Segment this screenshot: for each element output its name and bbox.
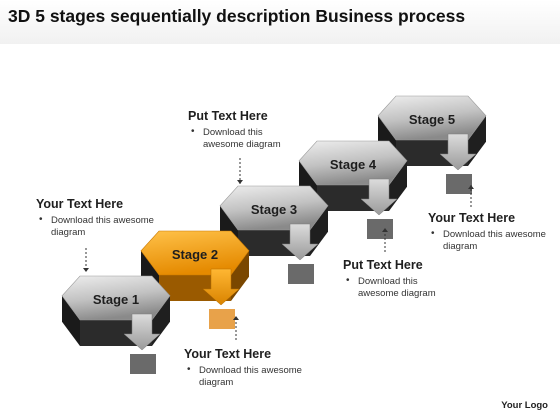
callout-stage-4: Put Text Here • Download this awesome di… (343, 258, 455, 300)
stage-label: Stage 3 (251, 202, 297, 217)
down-arrow-icon (439, 133, 477, 171)
leader-line-1 (83, 248, 89, 272)
callout-text: Download this awesome diagram (443, 229, 546, 252)
stage-label: Stage 2 (172, 247, 218, 262)
leader-line-3 (233, 316, 239, 340)
leader-line-5 (468, 185, 474, 207)
title-band (0, 0, 560, 44)
arrowhead-icon (237, 180, 243, 184)
callout-body: • Download this awesome diagram (184, 364, 304, 389)
bullet-icon: • (191, 126, 195, 137)
down-arrow-icon (202, 268, 240, 306)
stage-top-face (377, 95, 487, 141)
callout-heading: Your Text Here (36, 197, 124, 211)
callout-stage-5: Your Text Here • Download this awesome d… (428, 211, 548, 253)
callout-body: • Download this awesome diagram (36, 214, 186, 239)
callout-text: Download this awesome diagram (203, 127, 281, 150)
stage-side-right (468, 115, 486, 166)
step-box (288, 264, 314, 284)
stage-block-1: Stage 1 (61, 275, 171, 374)
stage-side-right (389, 160, 407, 211)
bullet-icon: • (431, 228, 435, 239)
callout-stage-3: Your Text Here • Download this awesome d… (184, 347, 304, 389)
stage-top-face (61, 275, 171, 321)
step-box (209, 309, 235, 329)
stage-block-2: Stage 2 (140, 230, 250, 329)
stage-top-face (298, 140, 408, 186)
bullet-icon: • (39, 214, 43, 225)
arrowhead-icon (83, 268, 89, 272)
callout-stage-2: Put Text Here • Download this awesome di… (188, 109, 300, 151)
callout-stage-1: Your Text Here • Download this awesome d… (36, 197, 186, 239)
down-arrow-icon (123, 313, 161, 351)
down-arrow-icon (281, 223, 319, 261)
callout-text: Download this awesome diagram (358, 276, 436, 299)
callout-heading: Put Text Here (188, 109, 268, 123)
stage-top-face (140, 230, 250, 276)
callout-heading: Your Text Here (428, 211, 516, 225)
stage-label: Stage 1 (93, 292, 139, 307)
callout-heading: Put Text Here (343, 258, 423, 272)
step-box (446, 174, 472, 194)
stage-block-5: Stage 5 (377, 95, 487, 194)
callout-body: • Download this awesome diagram (343, 275, 455, 300)
callout-text: Download this awesome diagram (51, 215, 154, 238)
callout-heading: Your Text Here (184, 347, 272, 361)
leader-line-2 (237, 158, 243, 184)
step-box (130, 354, 156, 374)
arrowhead-icon (233, 316, 239, 320)
stage-top-face (219, 185, 329, 231)
down-arrow-icon (360, 178, 398, 216)
stage-side-right (231, 250, 249, 301)
step-box (367, 219, 393, 239)
page-title: 3D 5 stages sequentially description Bus… (8, 6, 466, 26)
stage-label: Stage 4 (330, 157, 377, 172)
stage-label: Stage 5 (409, 112, 455, 127)
arrowhead-icon (382, 228, 388, 232)
leader-line-4 (382, 228, 388, 252)
stage-side-right (310, 205, 328, 256)
stage-side-left (62, 295, 80, 346)
bullet-icon: • (346, 275, 350, 286)
stage-block-4: Stage 4 (298, 140, 408, 239)
callout-body: • Download this awesome diagram (188, 126, 300, 151)
callout-body: • Download this awesome diagram (428, 228, 548, 253)
callout-text: Download this awesome diagram (199, 365, 302, 388)
bullet-icon: • (187, 364, 191, 375)
arrowhead-icon (468, 185, 474, 189)
logo-text: Your Logo (501, 400, 548, 411)
stage-side-right (152, 295, 170, 346)
